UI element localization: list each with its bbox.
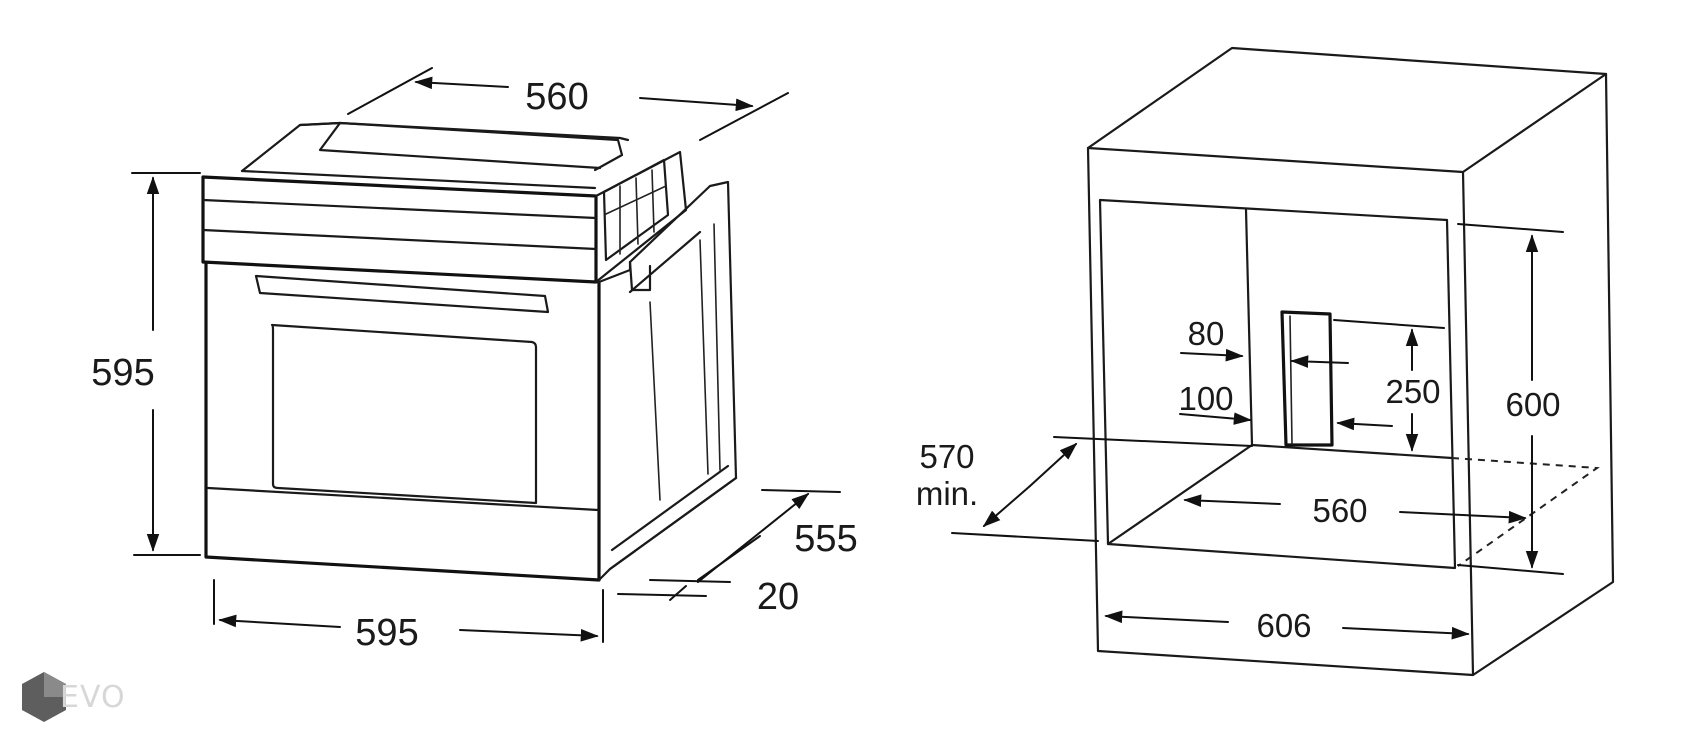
cabinet-front-right-edge (1461, 170, 1475, 677)
oven-control-panel (201, 175, 598, 284)
ventilation-slot (1280, 310, 1334, 447)
niche-back-floor-edge (1250, 443, 1454, 460)
dim-oven-depth: 555 (794, 518, 857, 560)
dim-niche-width: 560 (1312, 492, 1367, 529)
oven-dimension-lines (131, 67, 841, 643)
dim-min-depth-value: 570 (919, 438, 974, 475)
dim-top-width: 560 (525, 76, 588, 118)
niche-back-corner (1106, 208, 1254, 546)
dim-vent-width: 80 (1188, 315, 1225, 352)
oven-door-handle (254, 274, 550, 314)
dim-min-depth-suffix: min. (916, 475, 978, 512)
dim-niche-height: 600 (1505, 386, 1560, 423)
oven-top-inner-panel (318, 121, 602, 170)
oven-drawing (201, 121, 738, 582)
oven-side-vent (602, 158, 670, 262)
dim-oven-height: 595 (91, 352, 154, 394)
cabinet-drawing (1086, 46, 1615, 677)
niche-opening (1098, 198, 1457, 570)
oven-bottom-drawer-line (206, 486, 600, 512)
cabinet-outline (1086, 46, 1615, 677)
oven-door-window (270, 323, 538, 505)
dim-cabinet-width: 606 (1256, 607, 1311, 644)
dim-front-width: 595 (355, 612, 418, 654)
oven-top-cover (298, 121, 624, 172)
oven-top-back-edge (240, 121, 630, 173)
dim-door-thickness: 20 (757, 576, 799, 618)
dim-vent-height: 250 (1385, 373, 1440, 410)
cabinet-top-front-edge (1086, 72, 1608, 174)
cabinet-dimension-lines (951, 223, 1564, 640)
oven-top-front-edge (240, 169, 597, 190)
dim-vent-bottom: 100 (1178, 380, 1233, 417)
oven-body-front (204, 262, 601, 582)
watermark-text: EVO (60, 680, 126, 715)
niche-floor-dashed (1451, 457, 1600, 567)
oven-mount-bracket (628, 260, 652, 292)
watermark: EVO (22, 672, 126, 722)
